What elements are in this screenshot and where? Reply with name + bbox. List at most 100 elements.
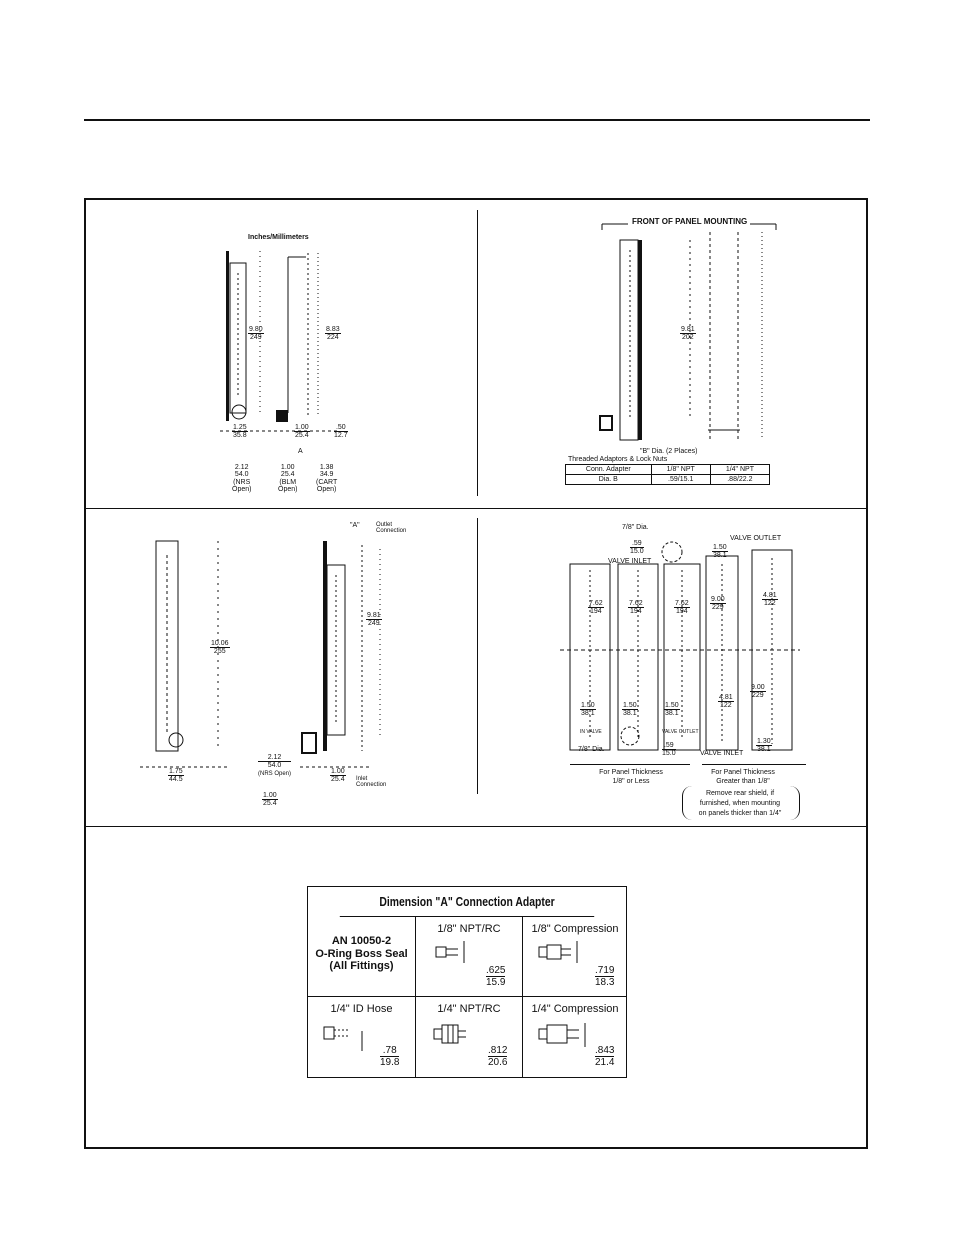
d150a-top: 1.50 [712, 544, 728, 553]
cell-18-npt-bottom: 15.9 [486, 977, 506, 988]
c2-top: 7.62 [628, 600, 644, 609]
b2-top: 1.50 [622, 702, 638, 711]
fitting-18-npt-icon [435, 941, 465, 963]
row-line [308, 996, 626, 997]
option-3a-mid: 54.0 [267, 762, 282, 770]
units-title: Inches/Millimeters [248, 234, 309, 241]
header-rule [84, 119, 870, 121]
c2-bottom: 194 [629, 608, 642, 616]
fitting-14-hose-icon [323, 1026, 363, 1051]
valve-inlet-bottom-label: VALVE INLET [700, 750, 744, 757]
dia-top-label: 7/8" Dia. [622, 524, 649, 531]
adaptor-note: Threaded Adaptors & Lock Nuts [568, 456, 668, 463]
note-line-3: on panels thicker than 1/4" [698, 810, 782, 817]
rear-mount-svg [140, 540, 381, 768]
option-1-sub: (NRS [233, 478, 251, 486]
row-divider-1 [85, 508, 868, 509]
dia-b-note: "B" Dia. (2 Places) [640, 448, 698, 455]
b1-top: 1.50 [580, 702, 596, 711]
valve-outlet-top-label: VALVE OUTLET [730, 535, 782, 542]
width-3-top: .50 [334, 424, 348, 433]
d59-top: .59 [630, 540, 644, 549]
width-3a-bottom: 44.5 [169, 776, 183, 784]
fitting-14-comp-icon [538, 1023, 586, 1047]
c3-bottom: 194 [675, 608, 688, 616]
width-1-top: 1.25 [232, 424, 248, 433]
d59b-top: .59 [662, 742, 676, 751]
caption-right-2: Greater than 1/8" [716, 778, 770, 785]
width-3b-bottom: 25.4 [331, 776, 345, 784]
note-line-1: Remove rear shield, if [705, 790, 775, 797]
col-line-1 [415, 917, 416, 1077]
table-row: Dia. B .59/15.1 .88/22.2 [565, 474, 771, 485]
in-valve-label: IN VALVE [580, 729, 602, 735]
cell-14-hose-top: .78 [380, 1045, 400, 1057]
cutout-svg [560, 541, 800, 751]
d130-top: 1.30 [756, 738, 772, 747]
cell-14-hose-bottom: 19.8 [380, 1057, 400, 1068]
cell-14-comp-heading: 1/4" Compression [531, 1003, 619, 1015]
dia-b-table: Conn. Adapter 1/8" NPT 1/4" NPT Dia. B .… [565, 464, 771, 485]
option-1-top: 2.12 [234, 464, 249, 471]
option-3a-top: 2.12 [258, 754, 292, 763]
table-cell: Dia. B [565, 474, 652, 485]
connection-adapter-table: Dimension "A" Connection Adapter AN 1005… [307, 886, 627, 1078]
c3-top: 7.62 [674, 600, 690, 609]
cell-oring-heading: AN 10050-2 O-Ring Boss Seal (All Fitting… [315, 935, 408, 973]
c5-top: 4.81 [762, 592, 778, 601]
col-divider-1 [477, 210, 478, 496]
cell-14-npt-heading: 1/4" NPT/RC [437, 1003, 501, 1015]
fitting-18-comp-icon [538, 941, 578, 963]
c1-top: 7.62 [588, 600, 604, 609]
width-3b-top: 1.00 [330, 768, 346, 777]
cell-14-npt-top: .812 [488, 1045, 508, 1057]
c4-bottom: 229 [711, 604, 724, 612]
figure-frame [84, 198, 868, 1149]
b2-bottom: 38.1 [623, 710, 637, 718]
col-line-2 [522, 917, 523, 1077]
table-cell: .88/22.2 [709, 474, 771, 485]
valve-outlet-bottom-label: VALVE OUTLET [662, 729, 699, 735]
b1-bottom: 38.1 [581, 710, 595, 718]
c5-bottom: 122 [763, 600, 776, 608]
front-panel-title: FRONT OF PANEL MOUNTING [632, 217, 748, 226]
fitting-14-npt-icon [433, 1024, 466, 1044]
adapter-table-title: Dimension "A" Connection Adapter [339, 887, 595, 917]
c7-top: 9.00 [750, 684, 766, 693]
option-3b-top: 1.00 [262, 792, 278, 801]
c1-bottom: 194 [589, 608, 602, 616]
option-1-sub2: Open) [232, 486, 252, 494]
option-2-sub: (BLM [279, 478, 297, 486]
front-panel-svg [599, 223, 777, 441]
col-divider-2 [477, 518, 478, 794]
cell-14-comp-top: .843 [595, 1045, 615, 1057]
dim-b-top: 8.83 [325, 326, 341, 335]
option-3-sub: (CART [316, 478, 338, 486]
dim-b-bottom: 224 [326, 334, 339, 342]
cell-18-comp-bottom: 18.3 [595, 977, 615, 988]
option-3-sub2: Open) [316, 486, 337, 494]
option-1-mid: 54.0 [234, 471, 249, 479]
width-2-bottom: 25.4 [295, 432, 309, 440]
